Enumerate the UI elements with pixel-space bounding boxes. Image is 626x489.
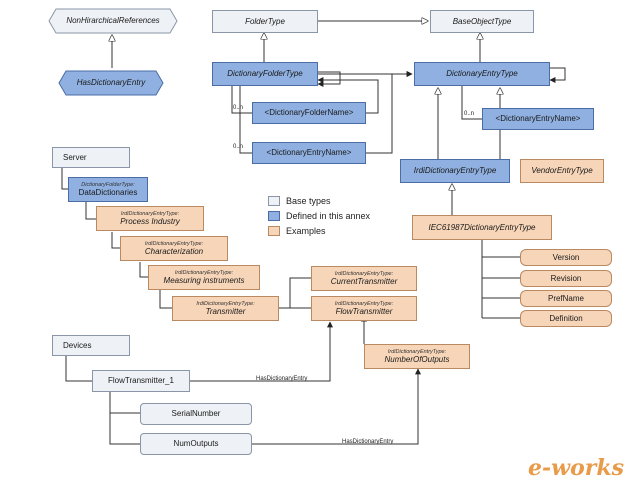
flow-transmitter-label: FlowTransmitter [335,307,393,317]
flow-transmitter-1-node: FlowTransmitter_1 [92,370,190,392]
dictionary-entry-type-node: DictionaryEntryType [414,62,550,86]
characterization-node: IrdiDictionaryEntryType: Characterizatio… [120,236,228,261]
revision-property: Revision [520,270,612,287]
version-property: Version [520,249,612,266]
serial-number-node: SerialNumber [140,403,252,425]
process-industry-node: IrdiDictionaryEntryType: Process Industr… [96,206,204,231]
legend-swatch-base [268,196,280,206]
legend-annex-types: Defined in this annex [268,211,370,221]
folder-type-node: FolderType [212,10,318,33]
vendor-entry-type-node: VendorEntryType [520,159,604,183]
number-of-outputs-type: IrdiDictionaryEntryType: [387,348,447,355]
dictionary-folder-name-node: <DictionaryFolderName> [252,102,366,124]
legend-swatch-annex [268,211,280,221]
current-transmitter-type: IrdiDictionaryEntryType: [334,270,394,277]
has-dictionary-entry-edge-label-1: HasDictionaryEntry [256,376,308,382]
flow-transmitter-node: IrdiDictionaryEntryType: FlowTransmitter [311,296,417,321]
irdi-dictionary-entry-type-node: IrdiDictionaryEntryType [400,159,510,183]
multiplicity-entry-name-right: 0..n [464,111,475,117]
measuring-instruments-type: IrdiDictionaryEntryType: [174,269,234,276]
number-of-outputs-label: NumberOfOutputs [384,355,450,365]
non-hierarchical-references-label: NonHirarchicalReferences [66,16,160,26]
flow-transmitter-type: IrdiDictionaryEntryType: [334,300,394,307]
multiplicity-entry-name: 0..n [233,144,244,150]
dictionary-entry-name-right-node: <DictionaryEntryName> [482,108,594,130]
transmitter-label: Transmitter [205,307,246,317]
legend-base-types: Base types [268,196,331,206]
process-industry-label: Process Industry [120,217,180,227]
current-transmitter-node: IrdiDictionaryEntryType: CurrentTransmit… [311,266,417,291]
measuring-instruments-node: IrdiDictionaryEntryType: Measuring instr… [148,265,260,290]
non-hierarchical-references-node [48,8,178,34]
legend-examples-label: Examples [286,226,326,236]
has-dictionary-entry-label: HasDictionaryEntry [76,78,146,88]
definition-property: Definition [520,310,612,327]
legend-base-types-label: Base types [286,196,331,206]
has-dictionary-entry-edge-label-2: HasDictionaryEntry [342,439,394,445]
server-node: Server [52,147,130,168]
legend-examples: Examples [268,226,326,236]
legend-annex-types-label: Defined in this annex [286,211,371,221]
dictionary-entry-name-node: <DictionaryEntryName> [252,142,366,164]
current-transmitter-label: CurrentTransmitter [330,277,398,287]
transmitter-type: IrdiDictionaryEntryType: [196,300,255,307]
multiplicity-folder-name: 0..n [233,105,244,111]
measuring-instruments-label: Measuring instruments [163,276,245,286]
data-dictionaries-node: DictionaryFolderType: DataDictionaries [68,177,148,202]
transmitter-node: IrdiDictionaryEntryType: Transmitter [172,296,279,321]
dictionary-folder-type-node: DictionaryFolderType [212,62,318,86]
devices-node: Devices [52,335,130,356]
number-of-outputs-node: IrdiDictionaryEntryType: NumberOfOutputs [364,344,470,369]
data-dictionaries-label: DataDictionaries [78,188,138,198]
legend-swatch-example [268,226,280,236]
characterization-label: Characterization [144,247,204,257]
data-dictionaries-type: DictionaryFolderType: [81,181,135,188]
has-dictionary-entry-node [58,70,164,96]
e-works-watermark: e-works [528,455,624,481]
num-outputs-node: NumOutputs [140,433,252,455]
characterization-type: IrdiDictionaryEntryType: [144,240,204,247]
process-industry-type: IrdiDictionaryEntryType: [120,210,180,217]
iec61987-dictionary-entry-type-node: IEC61987DictionaryEntryType [412,215,552,240]
base-object-type-node: BaseObjectType [430,10,534,33]
prefname-property: PrefName [520,290,612,307]
